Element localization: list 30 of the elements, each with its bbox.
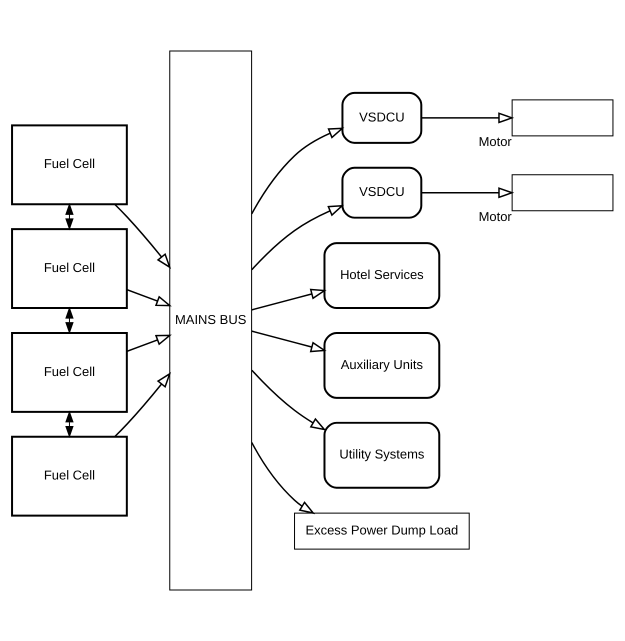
node-box: Excess Power Dump Load bbox=[294, 512, 470, 550]
arrow bbox=[251, 204, 344, 270]
node-box bbox=[512, 99, 614, 136]
arrow bbox=[251, 128, 344, 214]
node-box: Utility Systems bbox=[323, 422, 440, 489]
arrow bbox=[114, 204, 172, 269]
arrow bbox=[65, 202, 74, 230]
arrow bbox=[251, 442, 316, 514]
arrow bbox=[251, 370, 326, 431]
node-box: Fuel Cell bbox=[11, 228, 128, 310]
arrow bbox=[252, 288, 327, 311]
node-box: Auxiliary Units bbox=[323, 332, 440, 399]
node-label: Motor bbox=[478, 209, 512, 224]
node-box: VSDCU bbox=[341, 92, 422, 144]
node-box: MAINS BUS bbox=[169, 50, 252, 590]
node-box: Hotel Services bbox=[323, 242, 440, 310]
node-label: Motor bbox=[478, 134, 512, 150]
arrow bbox=[126, 334, 172, 352]
node-box bbox=[512, 174, 614, 212]
node-box: Fuel Cell bbox=[11, 332, 128, 413]
node-box: Fuel Cell bbox=[11, 436, 128, 517]
arrow bbox=[126, 289, 172, 306]
arrow bbox=[422, 112, 514, 124]
arrow bbox=[65, 410, 74, 438]
node-box: Fuel Cell bbox=[11, 124, 128, 206]
arrow bbox=[114, 372, 172, 438]
arrow bbox=[65, 306, 74, 334]
arrow bbox=[422, 187, 514, 198]
node-box: VSDCU bbox=[341, 166, 422, 219]
arrow bbox=[252, 330, 327, 352]
